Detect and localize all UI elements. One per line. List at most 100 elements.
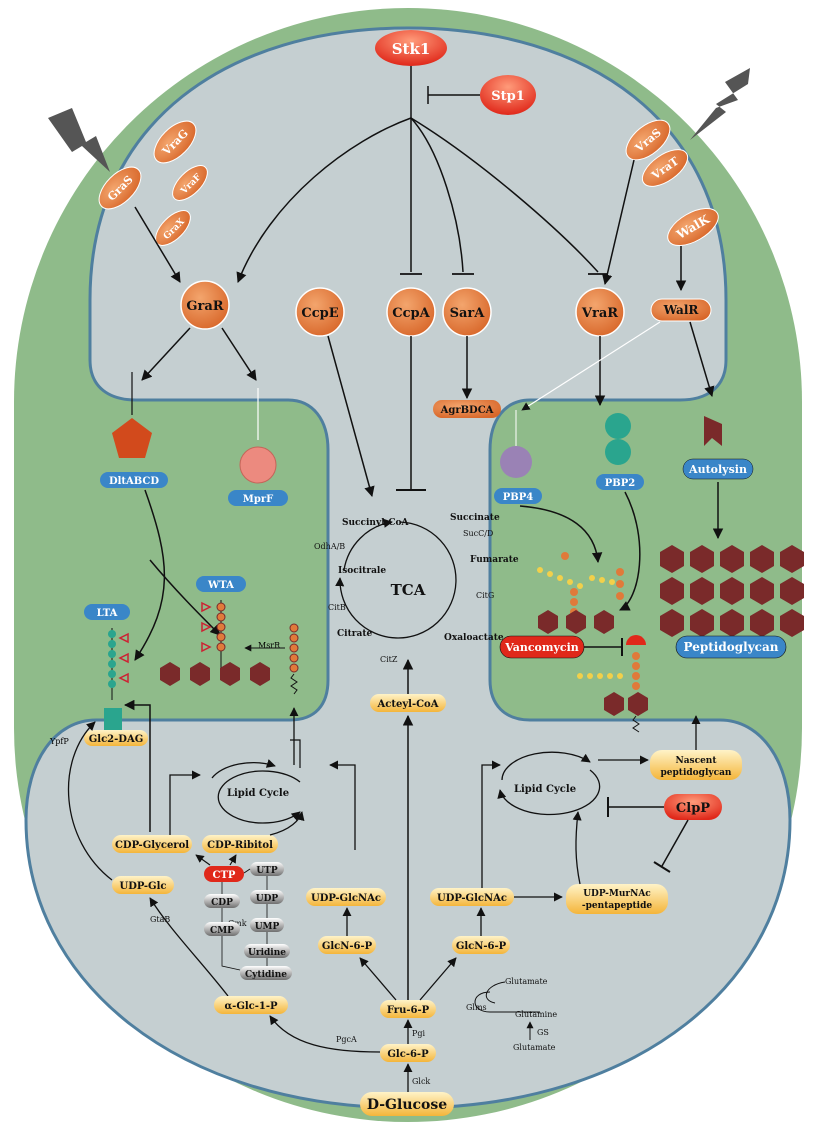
cdp-glycerol-pill: CDP-Glycerol [112, 835, 192, 853]
ccpa-node: CcpA [386, 287, 436, 337]
grar-node: GraR [180, 280, 230, 330]
udp-murnac-pill: UDP-MurNAc-pentapeptide [566, 884, 668, 914]
lta-chain [108, 628, 129, 700]
peptidoglycan-label: Peptidoglycan [684, 640, 779, 654]
lipid-cycle-right-label: Lipid Cycle [514, 784, 576, 795]
succ-d-label: SucC/D [463, 529, 493, 538]
lta-label: LTA [97, 608, 118, 619]
peptidoglycan-left [160, 662, 270, 686]
stp1-label: Stp1 [491, 89, 525, 104]
pbp2-top-icon [605, 413, 631, 439]
udp-glcnac-right-label: UDP-GlcNAc [437, 893, 507, 904]
right-lightning-icon [690, 68, 750, 140]
walr-node: WalR [650, 298, 712, 322]
mprf-label: MprF [243, 494, 273, 505]
msrr-label: MsrR [258, 641, 281, 650]
sara-node: SarA [442, 287, 492, 337]
mprf-pill: MprF [228, 490, 288, 506]
vancomycin-target [577, 635, 648, 733]
pbp2-pill: PBP2 [596, 474, 644, 490]
wta-chain [201, 600, 226, 668]
fumarate-label: Fumarate [470, 555, 519, 565]
ctp-pill: CTP [204, 866, 244, 882]
cdp-pill: CDP [204, 894, 240, 908]
udp-murnac-label: UDP-MurNAc-pentapeptide [582, 889, 652, 911]
wta-pill: WTA [196, 576, 246, 592]
glutamate-bottom-label: Glutamate [513, 1043, 556, 1052]
ump-label: UMP [255, 922, 280, 932]
glc2dag-pill: Glc2-DAG [84, 730, 148, 746]
vras-protein: VraS [625, 119, 671, 161]
udp-pill: UDP [250, 890, 284, 904]
dltabcd-label: DltABCD [109, 476, 159, 487]
ypfp-label: YpfP [49, 737, 69, 746]
vrar-node: VraR [575, 287, 625, 337]
glc6p-label: Glc-6-P [387, 1049, 429, 1060]
cytidine-label: Cytidine [245, 970, 287, 980]
pgca-label: PgcA [336, 1035, 357, 1044]
cmp-label: CMP [210, 926, 234, 936]
lta-pill: LTA [84, 604, 130, 620]
glcn6p-left-label: GlcN-6-P [322, 941, 373, 952]
tca-title: TCA [391, 581, 426, 599]
glck-label: Glck [412, 1077, 430, 1086]
clpp-pill: ClpP [664, 794, 722, 820]
dltabcd-pill: DltABCD [100, 472, 168, 488]
lipid-cycle-left: Lipid Cycle [211, 759, 301, 824]
isocitrate-label: Isocitrale [338, 566, 386, 576]
ccpe-node: CcpE [295, 287, 345, 337]
ccpe-label: CcpE [301, 306, 338, 321]
uridine-pill: Uridine [244, 944, 290, 958]
msrr-chain [289, 623, 299, 695]
glutamine-label: Glutamine [515, 1010, 557, 1019]
pbp2-bottom-icon [605, 439, 631, 465]
succinate-label: Succinate [450, 513, 500, 523]
udp-glcnac-left-pill: UDP-GlcNAc [306, 888, 386, 906]
cdp-glycerol-label: CDP-Glycerol [115, 840, 189, 851]
alpha-glc1p-label: α-Glc-1-P [224, 1001, 278, 1012]
autolysin-flag-icon [704, 416, 722, 446]
cmp-pill: CMP [204, 922, 240, 936]
pbp4-label: PBP4 [503, 492, 533, 503]
left-lightning-icon [48, 108, 110, 172]
cdp-ribitol-pill: CDP-Ribitol [202, 835, 278, 853]
d-glucose-pill: D-Glucose [360, 1092, 454, 1116]
pbp4-circle-icon [500, 446, 532, 478]
gs-label: GS [537, 1028, 549, 1037]
utp-pill: UTP [250, 862, 284, 876]
vancomycin-label: Vancomycin [504, 641, 579, 654]
cdp-ribitol-label: CDP-Ribitol [207, 840, 273, 851]
tca-cycle: TCA Succinate Succinyl-CoA SucC/D OdhA/B… [314, 513, 519, 664]
glutamate-top-label: Glutamate [505, 977, 548, 986]
sara-label: SarA [450, 306, 486, 321]
ccpa-label: CcpA [392, 306, 430, 321]
stp1-protein: Stp1 [480, 75, 536, 115]
stk1-protein: Stk1 [375, 30, 447, 66]
vrar-label: VraR [581, 306, 618, 321]
agrbdca-label: AgrBDCA [440, 405, 494, 416]
dlt-pentagon-icon [112, 418, 152, 458]
ctp-label: CTP [213, 870, 236, 881]
vancomycin-pill: Vancomycin [499, 635, 585, 659]
cytidine-pill: Cytidine [240, 966, 292, 980]
walr-label: WalR [663, 303, 700, 317]
fru6p-pill: Fru-6-P [380, 1000, 436, 1018]
glc2dag-anchor-icon [104, 708, 122, 732]
cdp-label: CDP [211, 898, 233, 908]
wta-label: WTA [207, 580, 234, 591]
citrate-label: Citrate [337, 629, 372, 639]
uridine-label: Uridine [248, 948, 286, 958]
lipid-cycle-left-label: Lipid Cycle [227, 788, 289, 799]
autolysin-label: Autolysin [688, 463, 747, 476]
crosslink-structure [537, 552, 624, 634]
peptidoglycan-mesh [660, 545, 804, 637]
glms-label: Glms [466, 1003, 487, 1012]
glc6p-pill: Glc-6-P [380, 1044, 436, 1062]
odha-label: OdhA/B [314, 542, 345, 551]
oxaloacetate-label: Oxaloactate [444, 633, 504, 643]
pgi-label: Pgi [412, 1029, 426, 1038]
lipid-cycle-right: Lipid Cycle [497, 751, 601, 816]
glcn6p-right-label: GlcN-6-P [456, 941, 507, 952]
